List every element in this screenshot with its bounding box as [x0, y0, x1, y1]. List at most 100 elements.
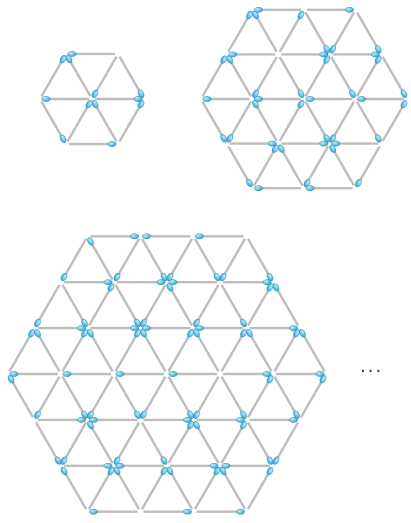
matchstick-icon — [306, 12, 332, 54]
matchstick-icon — [117, 280, 165, 285]
matchstick-icon — [254, 186, 301, 191]
matchstick-icon — [251, 10, 277, 52]
match-head — [306, 96, 314, 101]
matchstick-icon — [113, 423, 139, 466]
matchstick-icon — [42, 102, 68, 144]
matchstick-icon — [225, 55, 251, 97]
matchstick-icon — [222, 285, 248, 328]
matchstick-icon — [222, 420, 248, 463]
matchstick-icon — [357, 55, 383, 97]
matchstick-icon — [228, 10, 254, 52]
matchstick-icon — [219, 239, 245, 282]
matchstick-icon — [228, 146, 254, 188]
matchstick-icon — [113, 466, 139, 509]
pattern-hexagon-2 — [203, 7, 409, 191]
matchstick-icon — [7, 374, 33, 417]
matchstick-icon — [86, 377, 112, 420]
matchstick-icon — [222, 377, 248, 420]
matchstick-icon — [275, 328, 301, 371]
matchstick-icon — [91, 234, 139, 239]
matchstick-icon — [166, 239, 192, 282]
matchstick-icon — [307, 7, 354, 12]
matchstick-icon — [63, 285, 89, 328]
matchstick-icon — [64, 280, 112, 285]
pattern-hexagon-3 — [7, 234, 328, 515]
matchstick-icon — [91, 326, 139, 331]
matchstick-icon — [250, 326, 298, 331]
matchstick-icon — [222, 463, 270, 468]
matchstick-icon — [328, 12, 354, 54]
pattern-hexagon-1 — [42, 51, 146, 146]
matchstick-icon — [195, 234, 243, 239]
match-head — [236, 509, 244, 514]
matchstick-icon — [116, 377, 142, 420]
matchstick-icon — [195, 239, 221, 282]
matchstick-icon — [203, 96, 250, 101]
matchstick-icon — [95, 96, 142, 101]
matchstick-icon — [251, 57, 277, 99]
matchstick-icon — [251, 99, 277, 141]
matchstick-icon — [89, 417, 137, 422]
match-head — [42, 96, 50, 101]
matchstick-icon — [60, 466, 86, 509]
matchstick-icon — [36, 423, 62, 466]
matchstick-icon — [139, 328, 165, 371]
matchstick-icon — [303, 146, 329, 188]
matchstick-icon — [63, 371, 111, 376]
matchstick-icon — [169, 420, 195, 463]
matchstick-icon — [219, 466, 245, 509]
matchstick-icon — [281, 141, 328, 146]
matchstick-icon — [272, 423, 298, 466]
matchstick-icon — [225, 102, 251, 144]
matchstick-icon — [328, 102, 354, 144]
matchstick-icon — [64, 463, 112, 468]
matchstick-icon — [254, 7, 301, 12]
matchstick-icon — [116, 463, 164, 468]
matchstick-icon — [68, 99, 94, 141]
matchstick-icon — [120, 57, 146, 99]
match-head — [108, 141, 116, 146]
matchstick-icon — [91, 57, 117, 99]
match-head — [203, 96, 211, 101]
matchstick-icon — [166, 282, 192, 325]
matchstick-icon — [192, 328, 218, 371]
matchstick-icon — [89, 466, 115, 509]
matchstick-icon — [63, 377, 89, 420]
matchstick-icon — [33, 377, 59, 420]
matchstick-icon — [33, 328, 59, 371]
matchstick-icon — [116, 285, 142, 328]
match-head — [130, 234, 138, 239]
match-head — [89, 509, 97, 514]
matchstick-icon — [280, 99, 306, 141]
matchstick-icon — [301, 374, 327, 417]
matchstick-icon — [89, 509, 137, 514]
matchstick-icon — [169, 280, 217, 285]
matchstick-icon — [203, 102, 229, 144]
matchstick-icon — [86, 237, 112, 280]
matchstick-icon — [357, 96, 404, 101]
matchstick-icon — [10, 371, 58, 376]
matchstick-icon — [223, 371, 271, 376]
match-head — [63, 371, 71, 376]
matchstick-icon — [86, 420, 112, 463]
match-head — [195, 234, 203, 239]
matchstick-icon — [89, 282, 115, 325]
matchstick-icon — [170, 463, 218, 468]
matchstick-icon — [197, 509, 245, 514]
matchstick-icon — [116, 328, 142, 371]
matchstick-icon — [42, 54, 68, 96]
matchstick-icon — [223, 280, 271, 285]
matchstick-icon — [250, 417, 298, 422]
matchstick-icon — [306, 96, 353, 101]
matchstick-icon — [248, 239, 274, 282]
matchstick-icon — [333, 52, 380, 57]
matchstick-icon — [60, 423, 86, 466]
matchstick-icon — [298, 328, 324, 371]
matchstick-icon — [248, 282, 274, 325]
matchstick-icon — [169, 377, 195, 420]
matchstick-icon — [332, 141, 379, 146]
matchstick-icon — [169, 328, 195, 371]
matchstick-icon — [354, 146, 380, 188]
matchstick-icon — [116, 371, 164, 376]
